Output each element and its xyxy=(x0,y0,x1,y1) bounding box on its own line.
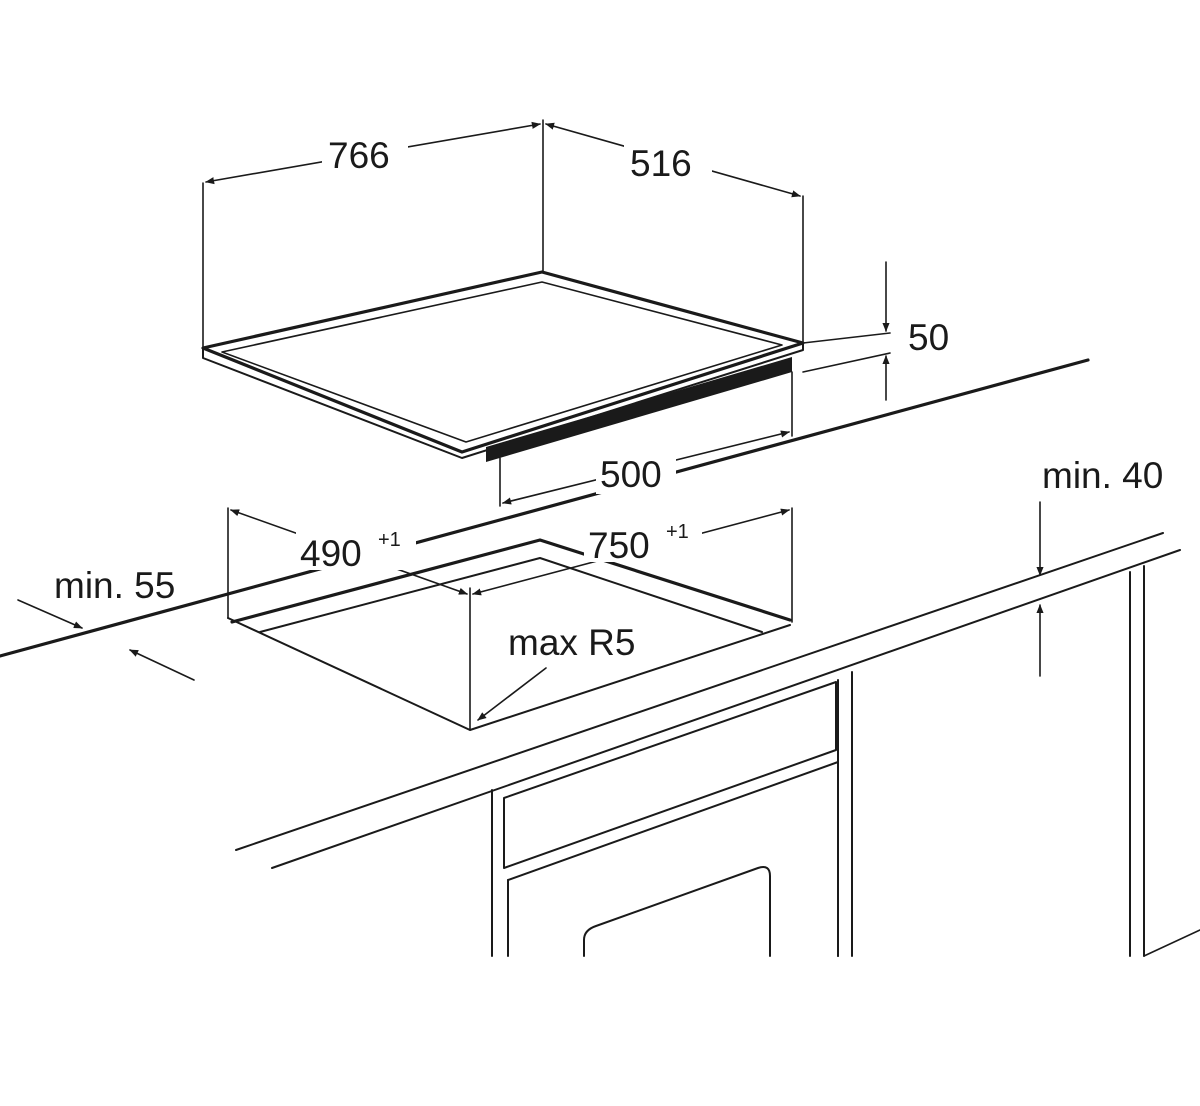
rear-clearance-label: min. 40 xyxy=(1042,455,1163,496)
cutout-dimensions: 490 +1 750 +1 max R5 xyxy=(230,508,790,721)
hob-inner-border xyxy=(221,281,783,443)
hob-top-plate xyxy=(201,270,805,454)
front-clearance-label: min. 55 xyxy=(54,565,175,606)
hob-base xyxy=(486,357,792,462)
corner-radius-label: max R5 xyxy=(508,622,635,663)
dim-cutout-depth-label: 490 xyxy=(300,533,362,574)
dim-cutout-width-tolerance: +1 xyxy=(666,521,689,543)
dim-hob-width-label: 766 xyxy=(328,135,390,176)
cabinet-drawer xyxy=(503,681,837,869)
radius-leader xyxy=(477,667,547,721)
hob-dimensions: 766 516 50 xyxy=(202,119,949,507)
hob xyxy=(201,270,805,462)
dim-hob-height-label: 50 xyxy=(908,317,949,358)
dim-cutout-depth-tolerance: +1 xyxy=(378,529,401,551)
oven-front xyxy=(507,761,839,957)
dim-hob-base-depth-label: 500 xyxy=(600,454,662,495)
dim-cutout-width-label: 750 xyxy=(588,525,650,566)
clearances: min. 55 min. 40 xyxy=(17,455,1163,681)
worktop xyxy=(0,358,1181,869)
oven-window xyxy=(583,866,771,957)
dim-hob-depth-label: 516 xyxy=(630,143,692,184)
hob-front-edge xyxy=(202,342,804,459)
cabinet xyxy=(491,565,1200,957)
